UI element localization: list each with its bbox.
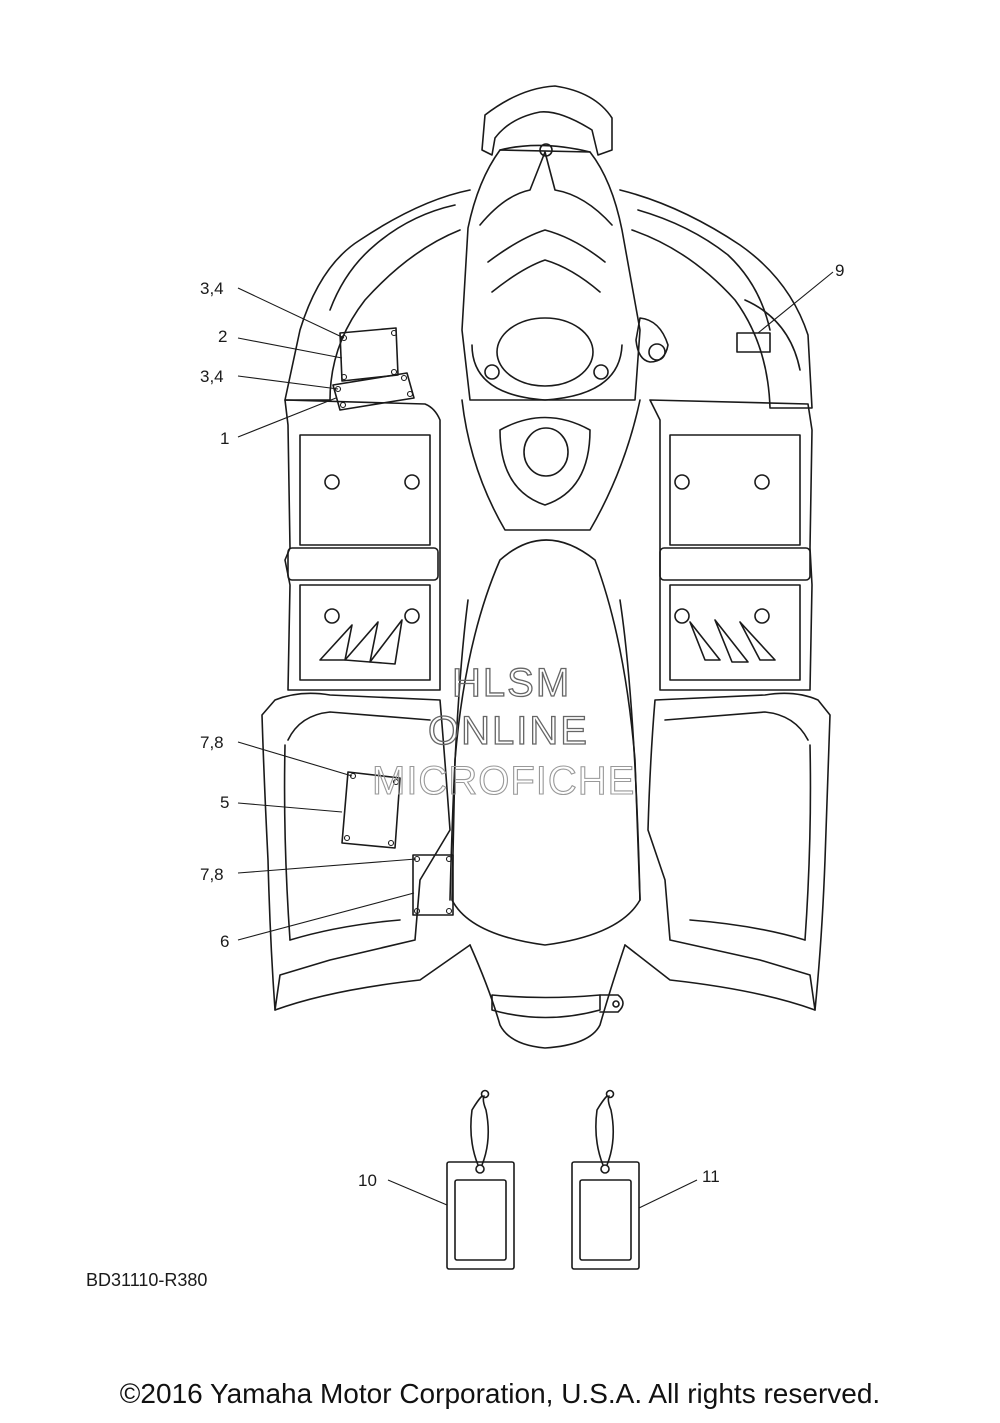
atv-body [261, 85, 831, 1049]
hang-tag-10 [446, 1089, 515, 1270]
decal-6 [412, 854, 454, 916]
watermark: HLSM ONLINE MICROFICHE [371, 660, 635, 803]
callout-7-8-lower: 7,8 [200, 865, 224, 884]
copyright-notice: ©2016 Yamaha Motor Corporation, U.S.A. A… [119, 1378, 881, 1409]
callout-3-4-lower: 3,4 [200, 367, 224, 386]
callout-1: 1 [220, 429, 229, 448]
watermark-line-1: HLSM [452, 661, 571, 705]
callout-2: 2 [218, 327, 227, 346]
watermark-line-2: ONLINE [428, 709, 589, 753]
callout-11: 11 [702, 1167, 720, 1186]
diagram-code: BD31110-R380 [86, 1270, 208, 1290]
callout-3-4-top: 3,4 [200, 279, 224, 298]
decal-2 [339, 327, 399, 382]
watermark-line-3: MICROFICHE [372, 759, 635, 803]
decal-5 [341, 771, 401, 849]
decal-1 [332, 372, 415, 411]
leader-lines [237, 271, 834, 1209]
callout-10: 10 [358, 1171, 377, 1190]
callout-9: 9 [835, 261, 844, 280]
callout-6: 6 [220, 932, 229, 951]
hang-tag-11 [571, 1089, 640, 1270]
callout-5: 5 [220, 793, 229, 812]
callout-labels: 3,4 2 3,4 1 9 7,8 5 7,8 6 10 11 [200, 261, 844, 1190]
callout-7-8-top: 7,8 [200, 733, 224, 752]
part-decals [332, 327, 771, 916]
decal-9 [736, 332, 771, 353]
